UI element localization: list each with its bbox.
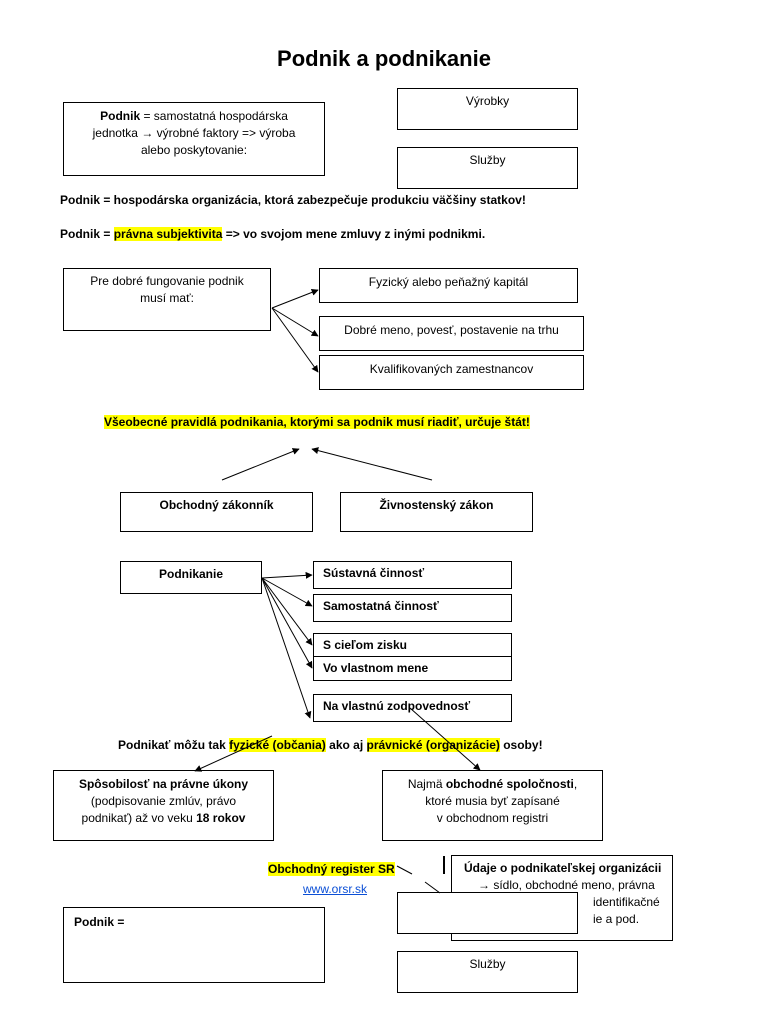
podnikanie-item: S cieľom zisku xyxy=(313,633,512,657)
highlight-pravnicke: právnické (organizácie) xyxy=(366,738,500,752)
udaje-title: Údaje o podnikateľskej organizácii xyxy=(464,861,662,875)
arrow-zivnostensky xyxy=(311,447,433,481)
arrow-obchodny xyxy=(221,448,300,481)
statement-subjektivita-post: => vo svojom mene zmluvy z inými podnikm… xyxy=(222,227,486,241)
statement-subjektivita: Podnik = právna subjektivita => vo svojo… xyxy=(60,226,485,243)
highlight-pravidla: Všeobecné pravidlá podnikania, ktorými s… xyxy=(104,415,530,429)
sposobilost-age: 18 rokov xyxy=(196,811,246,825)
register-connector xyxy=(396,865,413,875)
arrow-meno xyxy=(271,307,319,337)
highlight-pravna-subjektivita: právna subjektivita xyxy=(113,227,223,241)
definition-box: Podnik = samostatná hospodárska jednotka… xyxy=(63,102,325,176)
blank-box xyxy=(397,892,578,934)
register-link[interactable]: www.orsr.sk xyxy=(303,882,368,896)
arrow-sustavna xyxy=(261,571,313,579)
box-sluzby: Služby xyxy=(397,147,578,189)
register-line: Obchodný register SR xyxy=(268,861,395,878)
sposobilost-title: Spôsobilosť na právne úkony xyxy=(78,777,249,791)
udaje-line4: ie a pod. xyxy=(593,912,640,926)
najma-line3: v obchodnom registri xyxy=(436,811,549,825)
udaje-line3: identifikačné xyxy=(593,895,660,909)
arrow-zodpovednost xyxy=(261,577,312,719)
fungovanie-item: Dobré meno, povesť, postavenie na trhu xyxy=(319,316,584,351)
sposobilost-line2: (podpisovanie zmlúv, právo xyxy=(90,794,237,808)
najma-box: Najmä obchodné spoločnosti, ktoré musia … xyxy=(382,770,603,841)
fungovanie-box: Pre dobré fungovanie podnik musí mať: xyxy=(63,268,271,331)
statement-organizacia: Podnik = hospodárska organizácia, ktorá … xyxy=(60,193,526,207)
fungovanie-line1: Pre dobré fungovanie podnik xyxy=(90,274,244,288)
highlight-register: Obchodný register SR xyxy=(268,862,395,876)
sposobilost-box: Spôsobilosť na právne úkony (podpisovani… xyxy=(53,770,274,841)
definition-text: = samostatná hospodárska xyxy=(140,109,288,123)
arrow-zisk xyxy=(261,577,313,646)
statement-subjektivita-pre: Podnik = xyxy=(60,227,114,241)
osoby-mid: ako aj xyxy=(325,738,367,752)
cursor-mark xyxy=(443,856,445,874)
najma-post: , xyxy=(573,777,578,791)
osoby-line: Podnikať môžu tak fyzické (občania) ako … xyxy=(118,737,543,754)
osoby-pre: Podnikať môžu tak xyxy=(118,738,230,752)
fungovanie-line2: musí mať: xyxy=(140,291,194,305)
najma-line2: ktoré musia byť zapísané xyxy=(425,794,560,808)
highlight-fyzicke: fyzické (občania) xyxy=(229,738,326,752)
fungovanie-item: Fyzický alebo peňažný kapitál xyxy=(319,268,578,303)
najma-bold: obchodné spoločnosti xyxy=(445,777,574,791)
arrow-zamestnanci xyxy=(271,307,319,373)
box-vyrobky: Výrobky xyxy=(397,88,578,130)
podnikanie-box: Podnikanie xyxy=(120,561,262,594)
box-obchodny-zakonnik: Obchodný zákonník xyxy=(120,492,313,532)
definition-line3: alebo poskytovanie: xyxy=(140,143,248,157)
arrow-kapital xyxy=(271,289,319,309)
definition-line2: jednotka → výrobné faktory => výroba xyxy=(92,126,296,140)
udaje-line2: → sídlo, obchodné meno, právna xyxy=(478,878,655,892)
najma-pre: Najmä xyxy=(407,777,446,791)
box-sluzby-2: Služby xyxy=(397,951,578,993)
podnikanie-item: Sústavná činnosť xyxy=(313,561,512,589)
definition-term: Podnik xyxy=(100,109,141,123)
arrow-samostatna xyxy=(261,577,313,607)
page-title: Podnik a podnikanie xyxy=(277,46,491,71)
pravidla-line: Všeobecné pravidlá podnikania, ktorými s… xyxy=(104,414,530,431)
podnikanie-item: Na vlastnú zodpovednosť xyxy=(313,694,512,722)
fungovanie-item: Kvalifikovaných zamestnancov xyxy=(319,355,584,390)
sposobilost-line3: podnikať) až vo veku xyxy=(81,811,197,825)
osoby-post: osoby! xyxy=(499,738,543,752)
podnik-blank-box: Podnik = xyxy=(63,907,325,983)
box-zivnostensky-zakon: Živnostenský zákon xyxy=(340,492,533,532)
arrow-vlastne-meno xyxy=(261,577,313,669)
podnikanie-item: Vo vlastnom mene xyxy=(313,656,512,681)
podnikanie-item: Samostatná činnosť xyxy=(313,594,512,622)
